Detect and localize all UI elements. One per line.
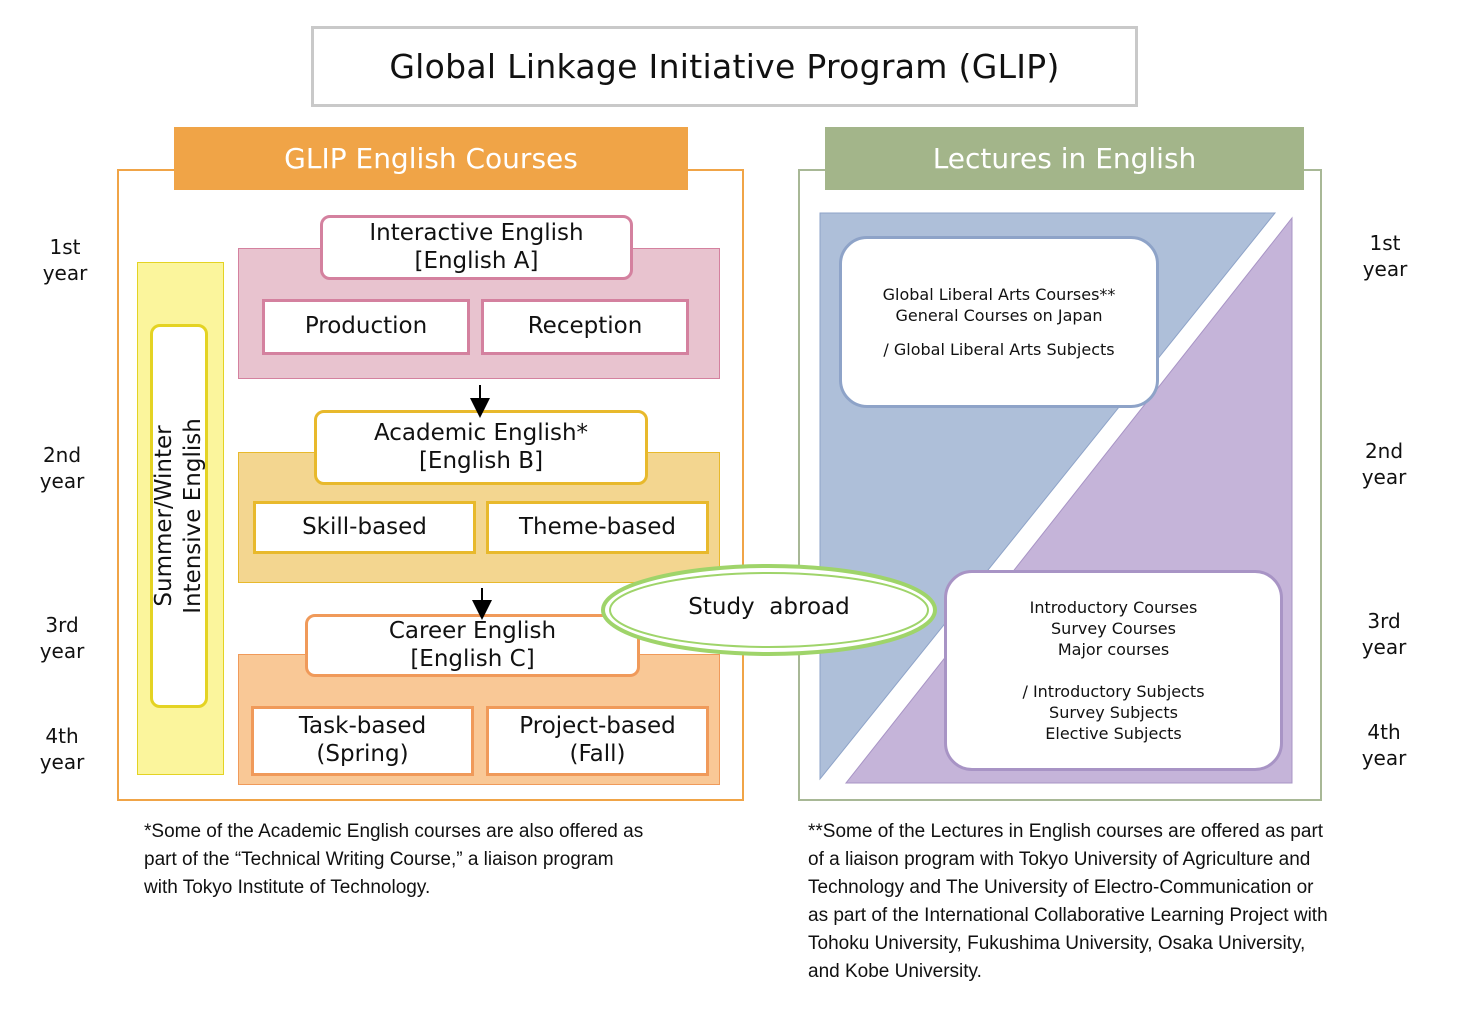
diagram-title: Global Linkage Initiative Program (GLIP) bbox=[311, 26, 1138, 107]
english-c-name: Career English bbox=[388, 617, 557, 644]
intensive-label-line1: Summer/Winter bbox=[151, 425, 177, 607]
major-subjects-list: / Introductory Subjects Survey Subjects … bbox=[1022, 682, 1205, 743]
reception-box: Reception bbox=[481, 299, 689, 355]
english-c-box: Career English [English C] bbox=[305, 614, 640, 677]
major-courses-list: Introductory Courses Survey Courses Majo… bbox=[1029, 598, 1198, 659]
major-courses-box: Introductory Courses Survey Courses Majo… bbox=[944, 570, 1283, 771]
production-box: Production bbox=[262, 299, 470, 355]
project-based-box: Project-based (Fall) bbox=[486, 706, 709, 776]
year-label-right-4: 4th year bbox=[1361, 720, 1407, 770]
intensive-label-line2: Intensive English bbox=[180, 418, 206, 614]
english-b-code: [English B] bbox=[418, 447, 544, 474]
study-abroad-label: Study abroad bbox=[688, 594, 850, 620]
task-based-box: Task-based (Spring) bbox=[251, 706, 474, 776]
year-label-right-3: 3rd year bbox=[1361, 609, 1407, 659]
skill-based-box: Skill-based bbox=[253, 501, 476, 554]
intensive-english-box: Summer/Winter Intensive English bbox=[150, 324, 208, 708]
glip-english-header: GLIP English Courses bbox=[174, 127, 688, 190]
lectures-header: Lectures in English bbox=[825, 127, 1304, 190]
theme-based-box: Theme-based bbox=[486, 501, 709, 554]
footnote-right: **Some of the Lectures in English course… bbox=[808, 821, 1328, 982]
global-liberal-arts-subjects: / Global Liberal Arts Subjects bbox=[883, 340, 1115, 359]
footnote-left: *Some of the Academic English courses ar… bbox=[144, 821, 644, 898]
year-label-right-2: 2nd year bbox=[1361, 439, 1407, 489]
english-a-box: Interactive English [English A] bbox=[320, 215, 633, 280]
year-label-left-3: 3rd year bbox=[39, 613, 85, 663]
english-a-name: Interactive English bbox=[369, 219, 584, 246]
english-b-box: Academic English* [English B] bbox=[314, 410, 648, 485]
year-label-left-2: 2nd year bbox=[39, 443, 85, 493]
english-a-code: [English A] bbox=[414, 247, 539, 274]
global-liberal-arts-courses: Global Liberal Arts Courses** General Co… bbox=[882, 285, 1116, 325]
english-c-code: [English C] bbox=[410, 645, 535, 672]
year-label-left-1: 1st year bbox=[42, 235, 88, 285]
year-label-right-1: 1st year bbox=[1362, 231, 1408, 281]
global-liberal-arts-box: Global Liberal Arts Courses** General Co… bbox=[839, 236, 1159, 408]
year-label-left-4: 4th year bbox=[39, 724, 85, 774]
english-b-name: Academic English* bbox=[373, 419, 589, 446]
